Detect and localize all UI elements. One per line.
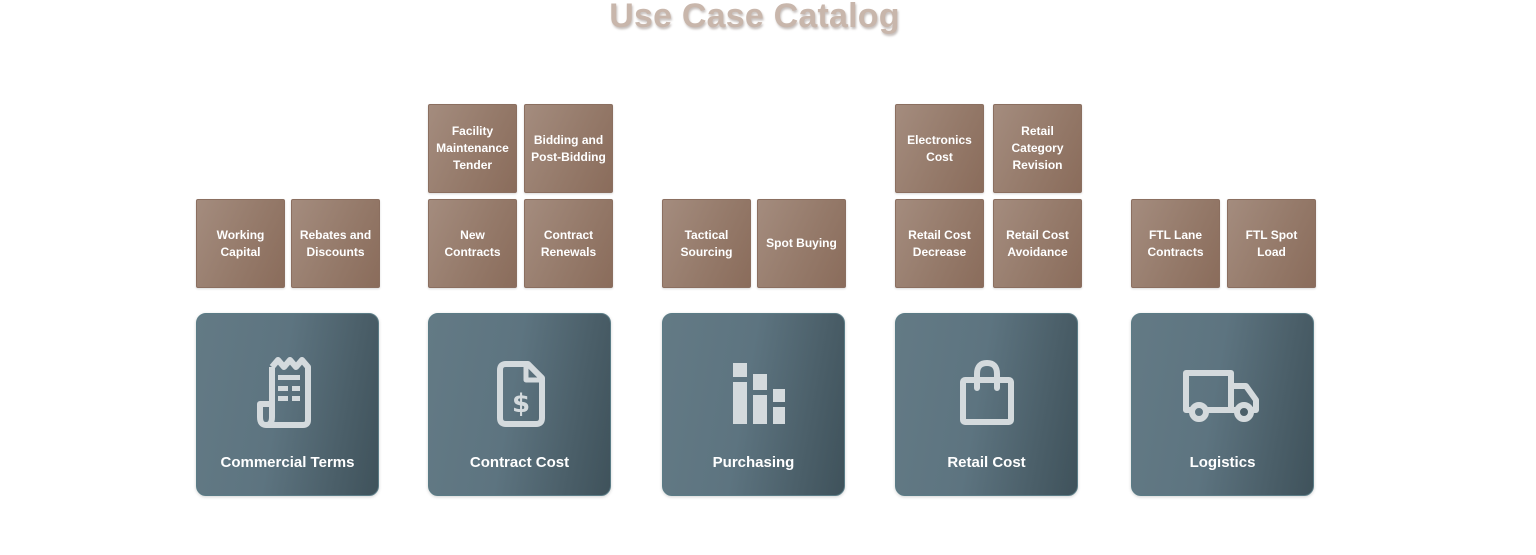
use-case-ftl-lane-contracts[interactable]: FTL Lane Contracts <box>1131 199 1220 288</box>
category-label: Logistics <box>1189 454 1256 471</box>
use-case-new-contracts[interactable]: New Contracts <box>428 199 517 288</box>
use-case-label: Retail Category Revision <box>1011 124 1064 172</box>
use-case-label: New Contracts <box>444 227 501 259</box>
use-case-label: Retail Cost Avoidance <box>1006 227 1069 259</box>
use-case-retail-category-revision[interactable]: Retail Category Revision <box>993 104 1082 193</box>
use-case-label: Facility Maintenance Tender <box>436 124 509 172</box>
use-case-bidding-and-post-bidding[interactable]: Bidding and Post-Bidding <box>524 104 613 193</box>
use-case-retail-cost-avoidance[interactable]: Retail Cost Avoidance <box>993 199 1082 288</box>
use-case-facility-maintenance-tender[interactable]: Facility Maintenance Tender <box>428 104 517 193</box>
receipt-icon <box>248 354 328 434</box>
use-case-electronics-cost[interactable]: Electronics Cost <box>895 104 984 193</box>
use-case-ftl-spot-load[interactable]: FTL Spot Load <box>1227 199 1316 288</box>
category-label: Purchasing <box>712 454 795 471</box>
use-case-label: Retail Cost Decrease <box>908 227 971 259</box>
use-case-label: Electronics Cost <box>907 132 972 164</box>
use-case-contract-renewals[interactable]: Contract Renewals <box>524 199 613 288</box>
use-case-label: FTL Lane Contracts <box>1147 227 1204 259</box>
use-case-spot-buying[interactable]: Spot Buying <box>757 199 846 288</box>
page-title: Use Case Catalog <box>609 0 900 35</box>
category-label: Retail Cost <box>947 454 1026 471</box>
category-card-commercial-terms[interactable]: Commercial Terms <box>196 313 379 496</box>
category-label: Commercial Terms <box>220 454 355 471</box>
use-case-label: Rebates and Discounts <box>299 227 372 259</box>
category-card-retail-cost[interactable]: Retail Cost <box>895 313 1078 496</box>
category-card-contract-cost[interactable]: $ Contract Cost <box>428 313 611 496</box>
use-case-tactical-sourcing[interactable]: Tactical Sourcing <box>662 199 751 288</box>
use-case-rebates-and-discounts[interactable]: Rebates and Discounts <box>291 199 380 288</box>
category-card-logistics[interactable]: Logistics <box>1131 313 1314 496</box>
dollar-document-icon: $ <box>480 354 560 434</box>
use-case-label: Contract Renewals <box>540 227 597 259</box>
svg-text:$: $ <box>511 389 529 419</box>
use-case-retail-cost-decrease[interactable]: Retail Cost Decrease <box>895 199 984 288</box>
use-case-label: Working Capital <box>216 227 265 259</box>
use-case-label: FTL Spot Load <box>1245 227 1298 259</box>
category-card-purchasing[interactable]: Purchasing <box>662 313 845 496</box>
use-case-label: Spot Buying <box>766 236 837 250</box>
use-case-label: Tactical Sourcing <box>680 227 733 259</box>
category-label: Contract Cost <box>469 454 570 471</box>
bar-chart-icon <box>714 354 794 434</box>
use-case-working-capital[interactable]: Working Capital <box>196 199 285 288</box>
truck-icon <box>1182 354 1263 434</box>
shopping-bag-icon <box>947 354 1027 434</box>
use-case-label: Bidding and Post-Bidding <box>531 132 606 164</box>
